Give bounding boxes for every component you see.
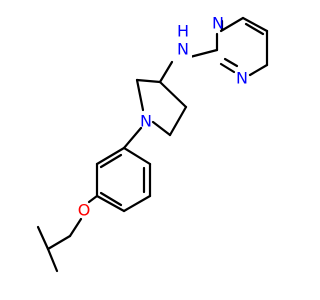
bond (95, 194, 126, 213)
bond (244, 22, 265, 36)
bonds (36, 16, 269, 273)
atom-o-ether: O (78, 201, 91, 220)
bond (46, 247, 59, 273)
bond (219, 62, 236, 74)
bond (99, 191, 123, 207)
atom-n-pyrimidine-2: N (236, 69, 248, 88)
bond (122, 126, 143, 150)
bond (219, 16, 245, 33)
bond (135, 78, 162, 84)
bond (46, 234, 72, 251)
atom-n-background (176, 42, 192, 62)
bond (158, 80, 188, 109)
molecule-canvas: N H N N N O (36, 14, 269, 273)
bond (95, 146, 126, 166)
bond (36, 225, 50, 251)
atom-labels: N H N N N O (78, 14, 248, 220)
molecule-structure: N H N N N O (36, 14, 269, 273)
bond (158, 60, 174, 84)
bond (248, 63, 269, 77)
bond (135, 78, 145, 112)
atom-n-pyrrolidine: N (140, 112, 152, 131)
bond (122, 146, 152, 166)
bond (241, 16, 269, 33)
atom-n-amine: N (177, 40, 189, 59)
bond (223, 57, 239, 68)
bond (151, 120, 172, 137)
bond (122, 194, 152, 213)
bond (68, 217, 83, 238)
bond (87, 194, 99, 204)
bond (99, 153, 123, 169)
bond (188, 48, 219, 59)
atom-h-amine: H (177, 22, 189, 41)
bond (168, 105, 188, 137)
atom-n-pyrimidine-1: N (212, 14, 224, 33)
